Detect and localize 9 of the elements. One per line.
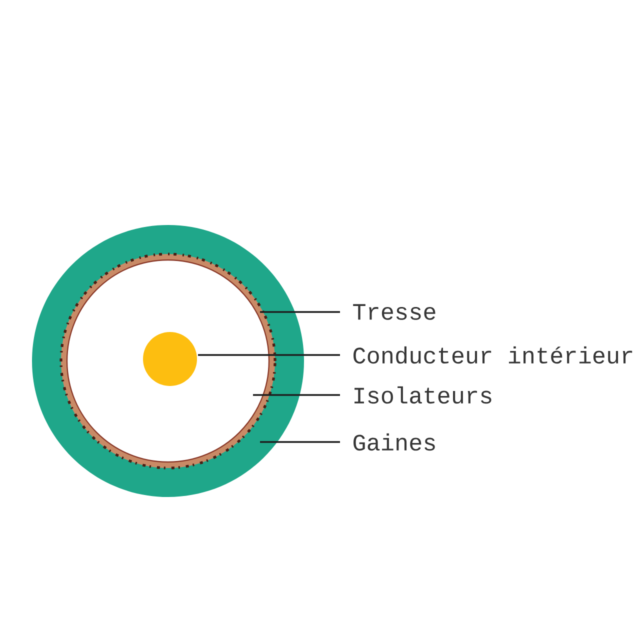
conductor-core <box>143 332 197 386</box>
leader-line <box>260 441 340 443</box>
part-label: Gaines <box>354 433 435 451</box>
part-label: Isolateurs <box>354 386 492 404</box>
leader-line <box>260 311 340 313</box>
part-label: Conducteur intérieur <box>354 346 632 364</box>
leader-line <box>198 354 340 356</box>
leader-line <box>253 394 340 396</box>
part-label: Tresse <box>353 304 436 320</box>
